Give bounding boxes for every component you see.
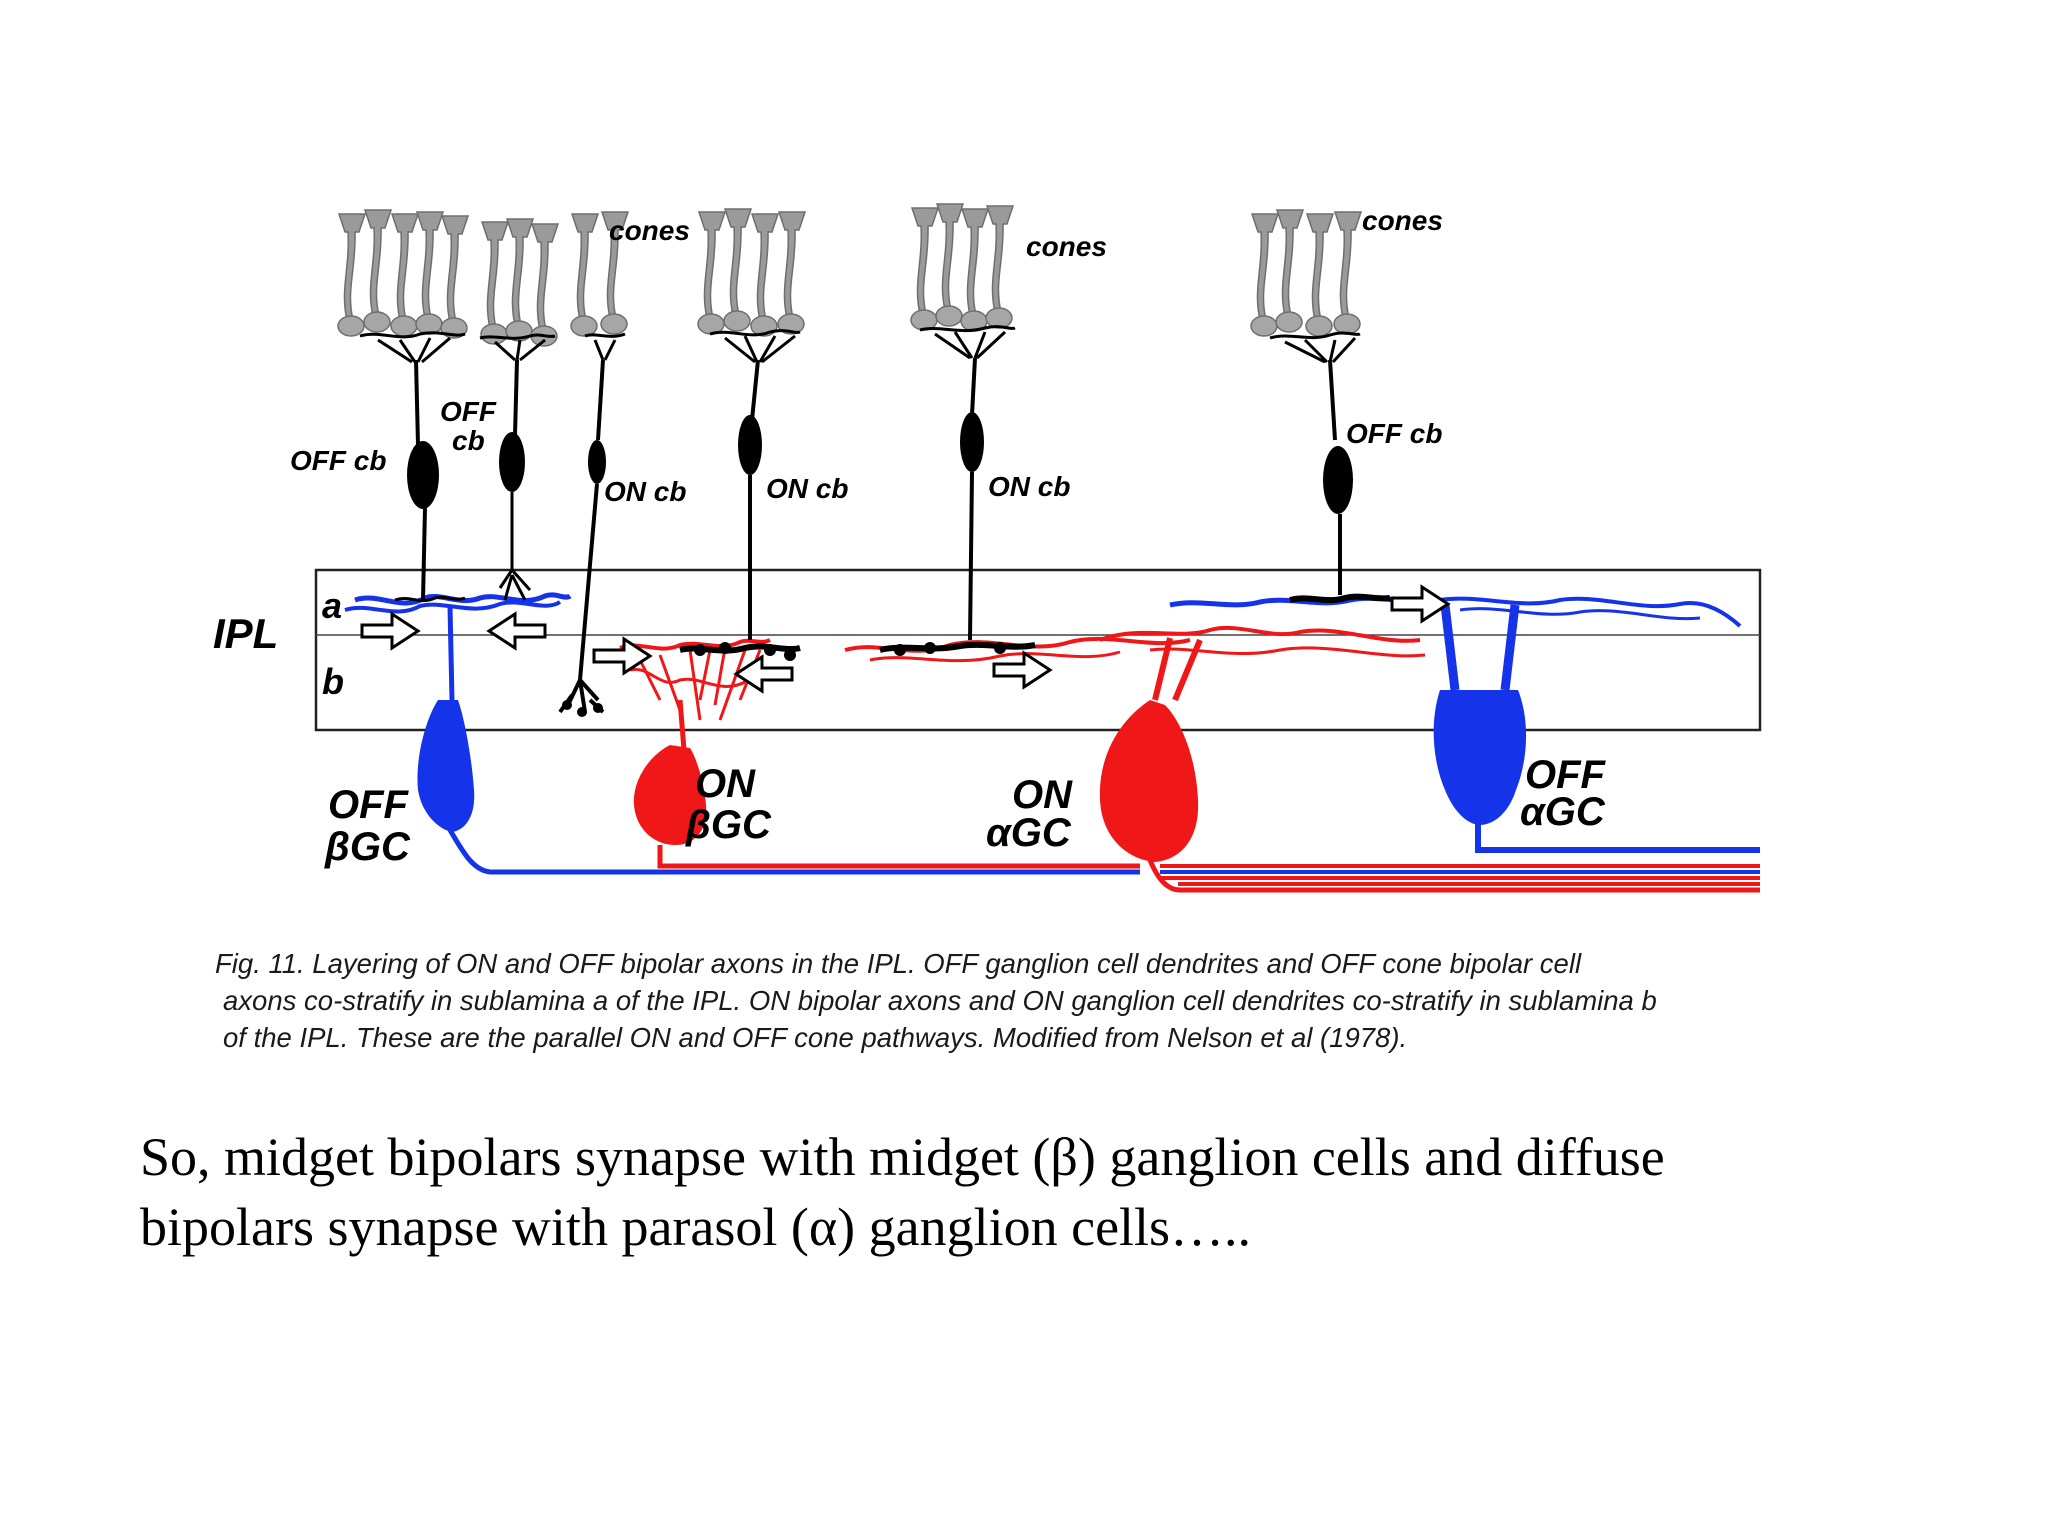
on-beta-gc-label-top: ON — [695, 762, 756, 806]
cone-group-2 — [480, 218, 559, 347]
ganglion-axon-bundle — [1160, 864, 1760, 886]
body-text-line-1: So, midget bipolars synapse with midget … — [140, 1127, 1665, 1187]
figure-caption: Fig. 11. Layering of ON and OFF bipolar … — [215, 945, 1835, 1056]
on-alpha-ganglion-cell — [844, 625, 1760, 893]
on-alpha-gc-label-bottom: αGC — [986, 811, 1072, 855]
off-alpha-ganglion-cell — [1169, 595, 1760, 853]
off-cone-bipolar-middle — [479, 333, 556, 601]
cone-group-4 — [697, 208, 806, 337]
caption-line-3: of the IPL. These are the parallel ON an… — [223, 1022, 1408, 1053]
on-beta-ganglion-cell — [619, 638, 1140, 869]
off-beta-gc-label-bottom: βGC — [324, 825, 411, 869]
on-alpha-gc-label-top: ON — [1012, 773, 1073, 817]
sublamina-b-label: b — [322, 661, 344, 702]
slide-body-text: So, midget bipolars synapse with midget … — [140, 1122, 1960, 1262]
on-cone-bipolar-3 — [879, 325, 1036, 656]
cone-group-6 — [1250, 209, 1362, 337]
cones-label-3: cones — [1362, 205, 1443, 236]
off-cb-label-middle-bottom: cb — [452, 425, 485, 456]
cones-label-2: cones — [1026, 231, 1107, 262]
off-cb-label-right: OFF cb — [1346, 418, 1442, 449]
cone-group-5 — [910, 203, 1014, 332]
caption-line-2: axons co-stratify in sublamina a of the … — [223, 985, 1657, 1016]
off-beta-ganglion-cell — [344, 592, 1140, 875]
off-alpha-gc-label-top: OFF — [1525, 753, 1607, 797]
on-cb-label-3: ON cb — [988, 471, 1070, 502]
off-alpha-gc-label-bottom: αGC — [1520, 790, 1606, 834]
ipl-box — [314, 568, 1762, 732]
on-cone-bipolar-1 — [558, 332, 626, 717]
off-cone-bipolar-left — [359, 331, 466, 603]
off-cb-label-left: OFF cb — [290, 445, 386, 476]
on-cb-label-1: ON cb — [604, 476, 686, 507]
sublamina-a-label: a — [322, 585, 342, 626]
off-cone-bipolar-right — [1269, 331, 1391, 604]
on-beta-gc-label-bottom: βGC — [685, 803, 772, 847]
cone-group-1 — [337, 209, 469, 339]
off-cb-label-middle-top: OFF — [440, 396, 497, 427]
on-cone-bipolar-2 — [679, 329, 801, 661]
on-cb-label-2: ON cb — [766, 473, 848, 504]
ipl-label: IPL — [213, 610, 278, 657]
off-beta-gc-label-top: OFF — [328, 783, 410, 827]
body-text-line-2: bipolars synapse with parasol (α) gangli… — [140, 1197, 1252, 1257]
cones-label-1: cones — [609, 215, 690, 246]
caption-line-1: Fig. 11. Layering of ON and OFF bipolar … — [215, 948, 1582, 979]
